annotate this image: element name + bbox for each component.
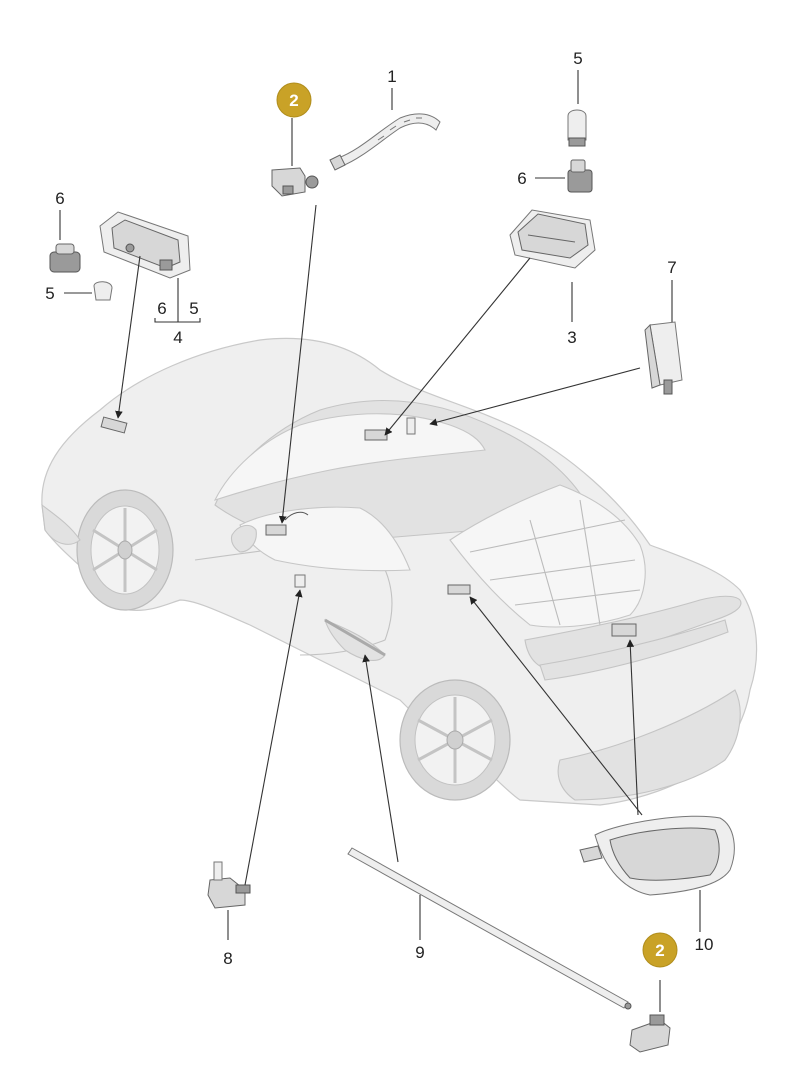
part-2-connector-bottom [629, 1014, 671, 1053]
front-wheel [76, 489, 174, 611]
part-1-cable-guide [329, 113, 441, 171]
callout-3: 3 [567, 328, 576, 347]
callout-5-left: 5 [45, 284, 54, 303]
callout-badge-circle [276, 82, 312, 118]
callout-10: 10 [695, 935, 714, 954]
callout-5-top: 5 [573, 49, 582, 68]
part-2-connector-top [271, 167, 319, 197]
part-6-socket-left [49, 243, 81, 273]
callout-8: 8 [223, 949, 232, 968]
callout-4-sub-5: 5 [189, 299, 198, 318]
callout-4-sub-6: 6 [157, 299, 166, 318]
part-7-control-module [644, 321, 683, 395]
car-illustration [41, 337, 758, 806]
callout-2-top: 2 [289, 91, 298, 110]
part-5-bulb-top [567, 109, 587, 147]
callout-4: 4 [173, 328, 182, 347]
part-4-lamp-unit [99, 211, 191, 279]
part-6-socket-top [567, 159, 593, 193]
part-3-lamp-housing [509, 209, 596, 269]
callout-2-badge-bottom: 2 [642, 932, 678, 968]
callout-2-badge-top: 2 [276, 82, 312, 118]
callout-9: 9 [415, 943, 424, 962]
callout-1: 1 [387, 67, 396, 86]
callout-6-top: 6 [517, 169, 526, 188]
leader-lines [59, 70, 701, 1012]
rear-wheel [399, 679, 511, 801]
callout-6-left: 6 [55, 189, 64, 208]
callout-7: 7 [667, 258, 676, 277]
part-8-contact-switch [207, 861, 251, 909]
part-5-bulb-left [93, 281, 113, 301]
part-10-lamp-lens [579, 815, 735, 896]
installed-components [100, 416, 637, 657]
part-9-light-strip [347, 847, 632, 1010]
callout-badge-circle [642, 932, 678, 968]
callout-2-bottom: 2 [655, 941, 664, 960]
